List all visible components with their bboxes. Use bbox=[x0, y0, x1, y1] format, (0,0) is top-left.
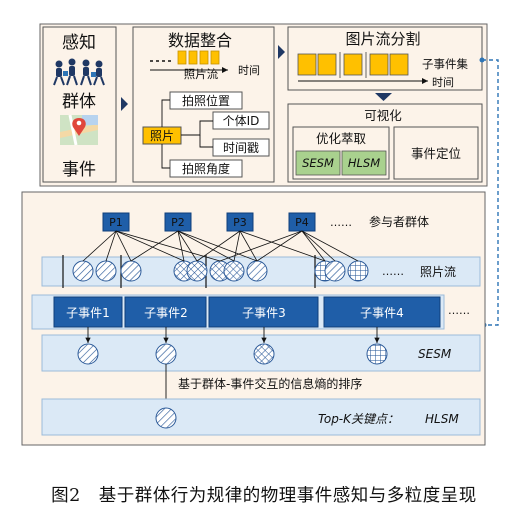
crowd-icon bbox=[53, 58, 105, 86]
subevent-2-label: 子事件2 bbox=[144, 306, 188, 320]
subevents-ellipsis: …… bbox=[448, 304, 470, 317]
subevent-dividers bbox=[339, 52, 367, 78]
time-label-2: 时间 bbox=[432, 76, 454, 89]
node-angle bbox=[169, 159, 243, 178]
subevent-blocks bbox=[297, 53, 409, 76]
subevent-1 bbox=[53, 296, 123, 328]
sense-box bbox=[42, 26, 117, 183]
participant-p1-label: P1 bbox=[109, 216, 123, 229]
map-pin-icon bbox=[60, 114, 98, 146]
group-label: 群体 bbox=[62, 92, 96, 112]
visualization-title: 可视化 bbox=[364, 108, 402, 123]
participant-photo-links bbox=[82, 230, 359, 262]
participants-ellipsis: …… bbox=[330, 216, 352, 229]
subevent-3 bbox=[208, 296, 319, 328]
factor-connectors bbox=[161, 99, 213, 169]
time-label-1: 时间 bbox=[238, 64, 260, 77]
photo-stream-label: 照片流 bbox=[420, 265, 456, 279]
subset-label: 子事件集 bbox=[422, 57, 468, 71]
sense-title: 感知 bbox=[62, 33, 96, 53]
optimize-label: 优化萃取 bbox=[316, 131, 367, 146]
participant-p3-label: P3 bbox=[233, 216, 247, 229]
dashed-connector bbox=[482, 59, 499, 326]
sesm-label-top: SESM bbox=[302, 156, 334, 170]
node-angle-label: 拍照角度 bbox=[182, 161, 230, 176]
hlsm-circle bbox=[155, 407, 177, 429]
sesm-label-bottom: SESM bbox=[418, 347, 452, 361]
subevent-2 bbox=[124, 296, 207, 328]
node-person-id bbox=[212, 111, 270, 130]
node-position bbox=[169, 91, 243, 110]
locate-label: 事件定位 bbox=[411, 146, 461, 161]
locate-box bbox=[393, 126, 479, 180]
hlsm-label-top: HLSM bbox=[348, 156, 380, 170]
hlsm-box bbox=[341, 150, 387, 176]
stream-label: 照片流 bbox=[184, 67, 219, 81]
node-position-label: 拍照位置 bbox=[182, 93, 230, 108]
photo-stream-icon bbox=[177, 50, 220, 65]
node-timestamp-label: 时间戳 bbox=[223, 141, 259, 155]
participant-p2-label: P2 bbox=[171, 216, 185, 229]
subevent-4-label: 子事件4 bbox=[360, 306, 404, 320]
connector-dot-top bbox=[479, 57, 485, 63]
node-person-id-label: 个体ID bbox=[223, 114, 260, 128]
framework-diagram: 感知 群体 事件 数据整合 照片流 时间 bbox=[21, 23, 499, 446]
participants-label: 参与者群体 bbox=[369, 214, 429, 229]
sesm-circles bbox=[77, 343, 388, 365]
hlsm-band bbox=[41, 398, 481, 436]
hlsm-label-bottom: HLSM bbox=[425, 412, 459, 426]
subevent-4 bbox=[323, 296, 441, 328]
figure-caption: 图2 基于群体行为规律的物理事件感知与多粒度呈现 bbox=[51, 486, 477, 506]
participants: P1 P2 P3 P4 bbox=[102, 212, 316, 232]
arrow-down bbox=[375, 93, 392, 101]
event-label: 事件 bbox=[62, 160, 96, 180]
node-timestamp bbox=[212, 138, 270, 157]
arrow-right-2 bbox=[278, 45, 285, 59]
sesm-box bbox=[295, 150, 341, 176]
node-photo-label: 照片 bbox=[150, 129, 174, 143]
subevent-sesm-links bbox=[85, 327, 380, 343]
topk-label: Top-K关键点： bbox=[318, 412, 399, 426]
participant-p4-label: P4 bbox=[295, 216, 309, 229]
arrow-right-1 bbox=[121, 97, 128, 111]
subevent-3-label: 子事件3 bbox=[242, 306, 286, 320]
integration-title: 数据整合 bbox=[168, 31, 232, 50]
photo-stream-circles bbox=[72, 260, 369, 282]
segmentation-title: 图片流分割 bbox=[345, 30, 420, 48]
subevent-1-label: 子事件1 bbox=[66, 306, 110, 320]
stream-ellipsis: …… bbox=[382, 265, 404, 278]
ranking-label: 基于群体-事件交互的信息熵的排序 bbox=[178, 376, 362, 391]
